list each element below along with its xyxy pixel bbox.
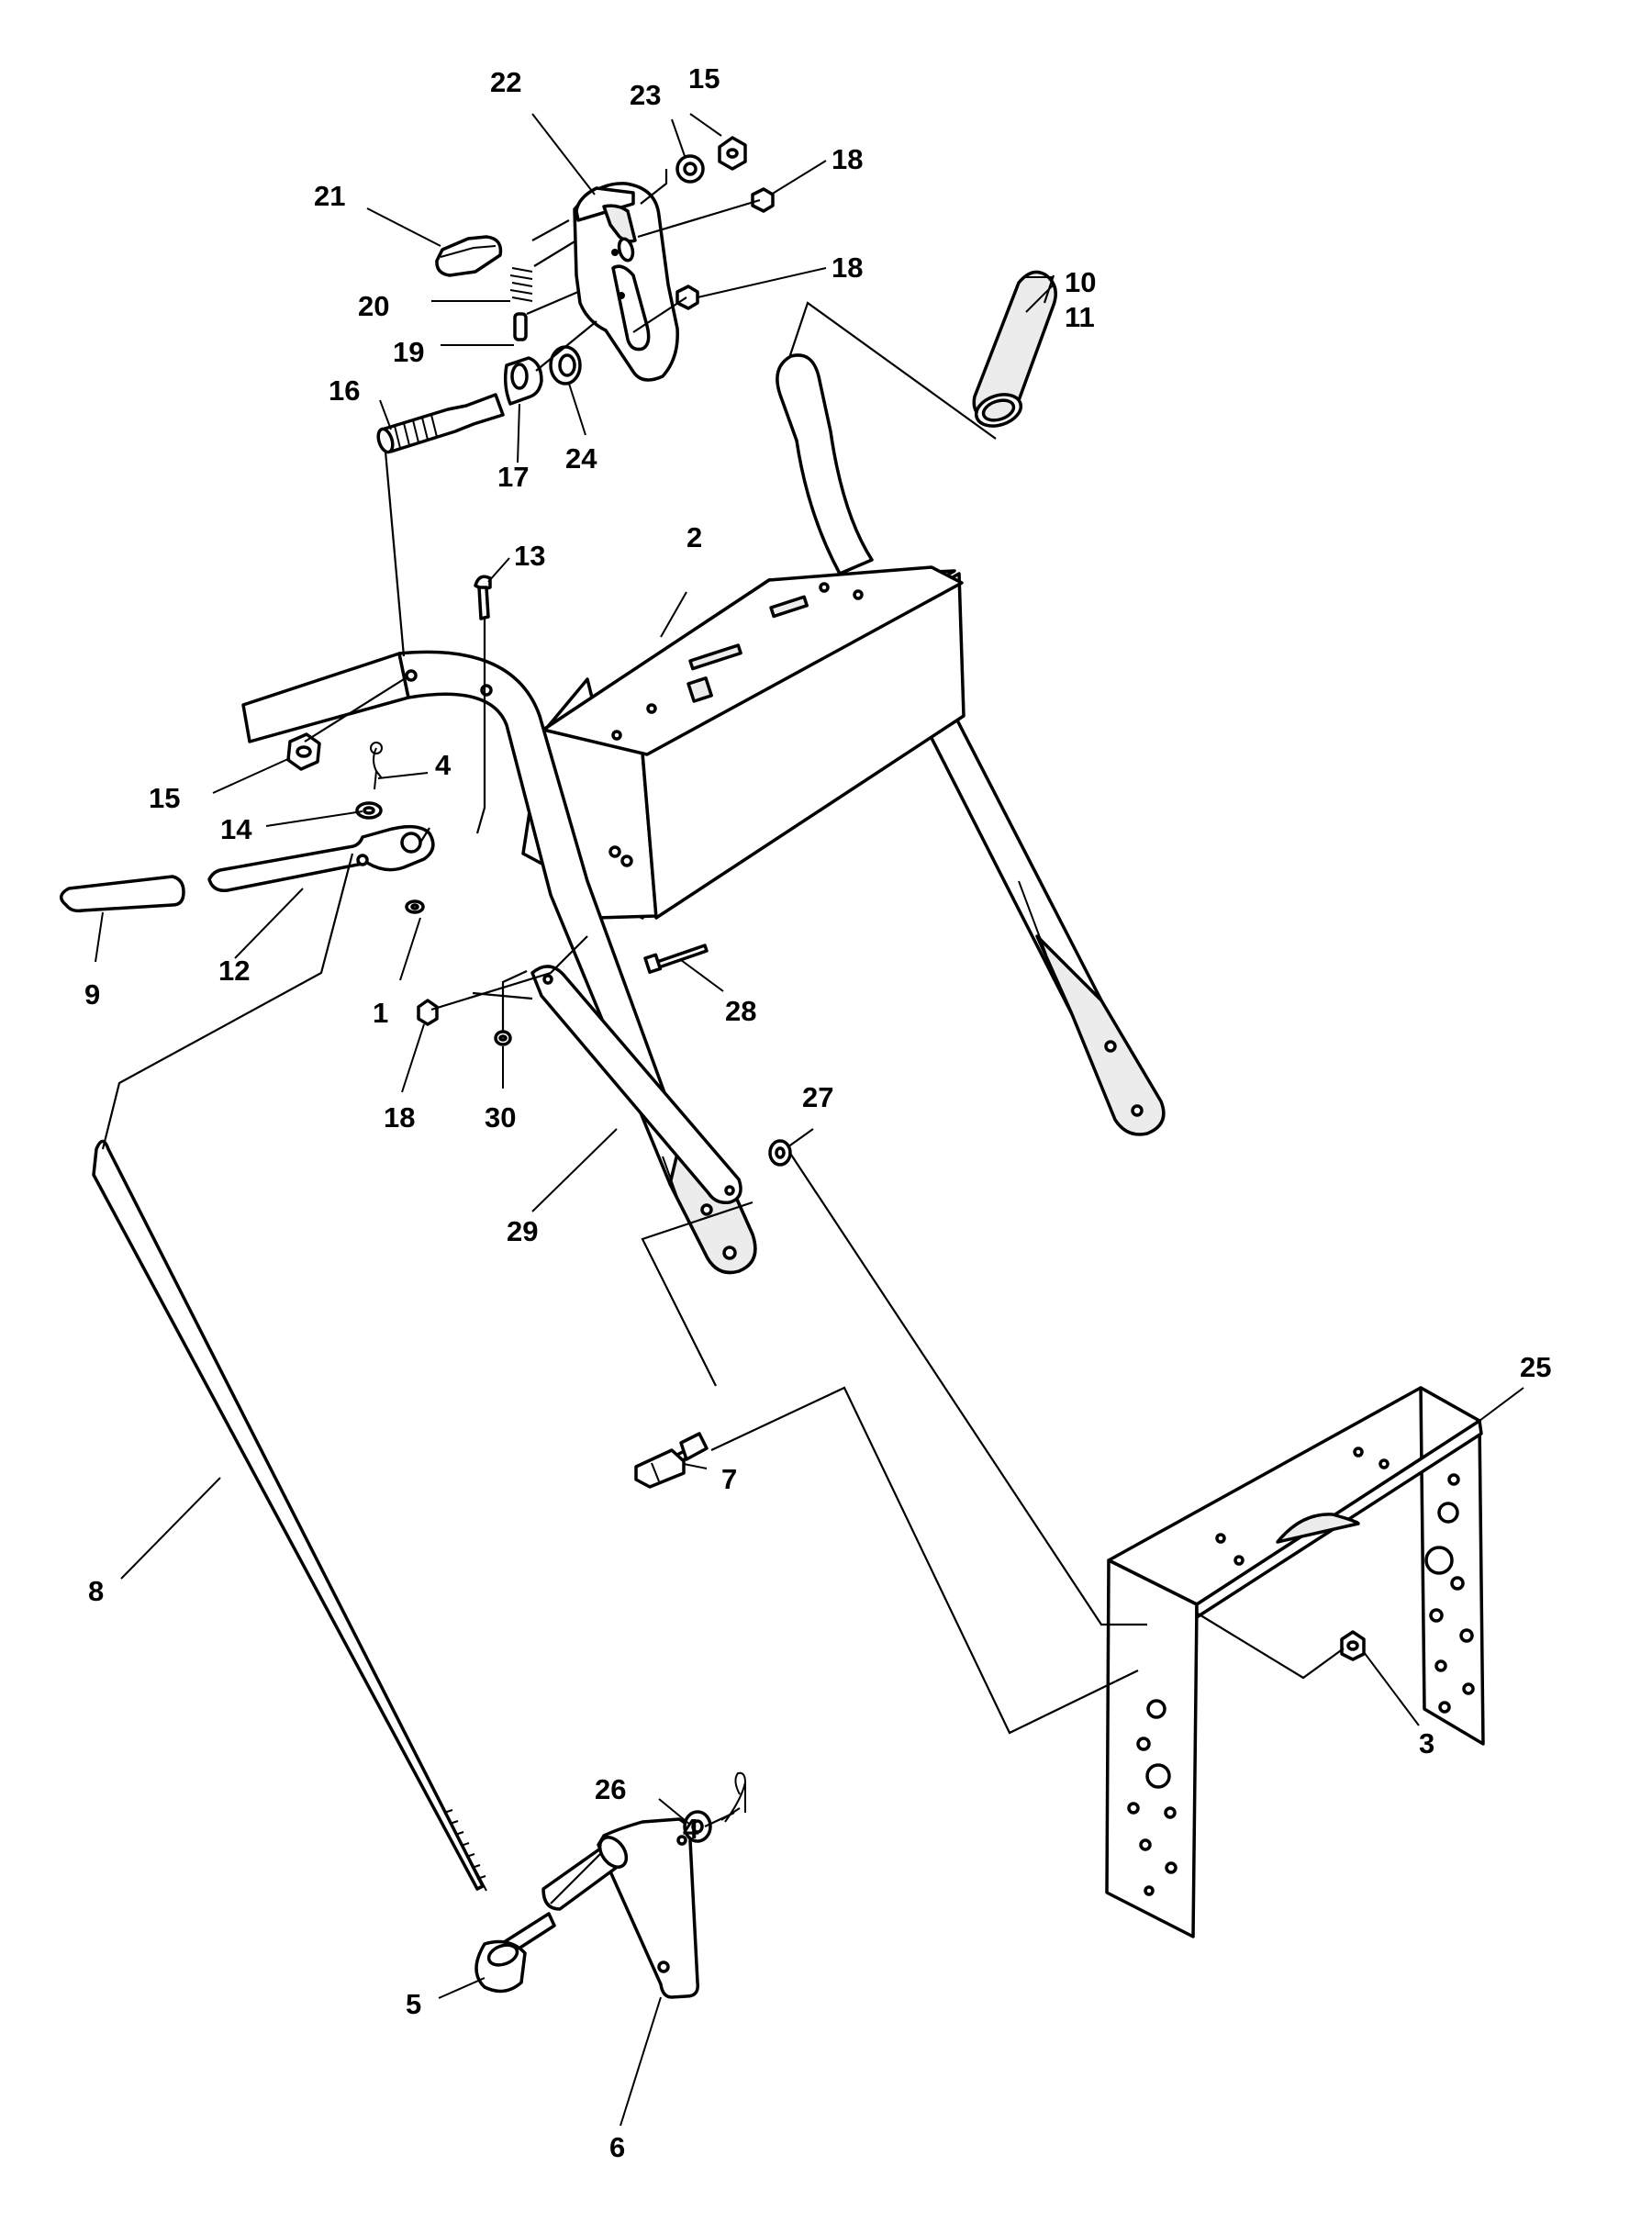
rod-threads xyxy=(443,1809,486,1880)
washer-1 xyxy=(405,899,425,914)
pivot-bracket xyxy=(474,1817,699,1999)
bolt-13 xyxy=(474,575,492,620)
lock-nut-18-top xyxy=(751,187,775,213)
shaft-16 xyxy=(376,393,505,454)
assembly-lines xyxy=(101,169,1345,1904)
callout-27: 27 xyxy=(802,1081,833,1113)
handle-grip-10-11 xyxy=(972,270,1057,428)
callout-15-top: 15 xyxy=(688,62,720,95)
callout-22: 22 xyxy=(490,66,521,98)
callout-24: 24 xyxy=(565,442,597,475)
callout-labels: 1 2 3 4 4 5 6 7 8 9 10 11 12 13 14 15 15… xyxy=(84,62,1551,2163)
callout-pointers xyxy=(95,113,1524,2127)
control-panel xyxy=(521,565,966,920)
callout-6: 6 xyxy=(609,2131,625,2163)
callout-19: 19 xyxy=(393,336,424,368)
callout-4-upper: 4 xyxy=(435,749,452,781)
callout-3: 3 xyxy=(1419,1727,1434,1759)
callout-15-left: 15 xyxy=(149,782,180,814)
callout-17: 17 xyxy=(497,461,529,493)
spring-20 xyxy=(509,267,533,302)
callout-28: 28 xyxy=(725,995,756,1027)
mounting-bracket xyxy=(1105,1386,1485,1938)
hex-nut-15-left xyxy=(286,732,321,771)
lever-plate-22 xyxy=(573,182,679,382)
washer-23 xyxy=(675,154,705,184)
callout-25: 25 xyxy=(1520,1351,1551,1383)
flat-washer-30 xyxy=(494,1030,512,1046)
callout-18-top: 18 xyxy=(832,143,863,175)
hairpin-clip-4-upper xyxy=(370,742,383,790)
callout-21: 21 xyxy=(314,180,345,212)
bracket-holes xyxy=(1127,1447,1475,1896)
callout-26: 26 xyxy=(595,1773,626,1805)
spacer-24 xyxy=(549,345,582,385)
control-lever-12 xyxy=(207,824,435,892)
callout-14: 14 xyxy=(220,813,252,845)
lock-nut-18-middle xyxy=(417,999,439,1026)
washer-26 xyxy=(683,1810,712,1843)
callout-9: 9 xyxy=(84,978,100,1011)
lock-nut-3 xyxy=(1340,1630,1366,1661)
hex-nut-15-top xyxy=(718,136,747,171)
callout-10: 10 xyxy=(1065,266,1096,298)
callout-4-lower: 4 xyxy=(683,1813,699,1845)
callout-20: 20 xyxy=(358,290,389,322)
callout-18-middle: 18 xyxy=(384,1101,415,1134)
lock-nut-18-second xyxy=(675,285,699,310)
callout-11: 11 xyxy=(1065,301,1095,333)
callout-2: 2 xyxy=(686,521,702,553)
bushing-17 xyxy=(503,356,543,406)
callout-16: 16 xyxy=(329,374,360,407)
callout-30: 30 xyxy=(485,1101,516,1134)
support-brace xyxy=(530,965,742,1205)
knob-21 xyxy=(435,235,503,277)
flat-washer-14 xyxy=(355,801,383,820)
hairpin-clip-4-lower xyxy=(724,1771,747,1823)
callout-18-second: 18 xyxy=(832,251,863,284)
callout-1: 1 xyxy=(373,997,388,1029)
callout-29: 29 xyxy=(507,1215,538,1247)
hand-grip-9 xyxy=(60,875,185,913)
callout-12: 12 xyxy=(218,955,250,987)
callout-8: 8 xyxy=(88,1575,104,1607)
callout-5: 5 xyxy=(406,1988,421,2020)
bolt-28 xyxy=(643,944,709,974)
control-rod xyxy=(92,1139,487,1892)
pin-19 xyxy=(513,312,528,341)
washer-27 xyxy=(768,1139,792,1167)
bolt-7 xyxy=(634,1432,709,1489)
callout-7: 7 xyxy=(721,1463,737,1495)
callout-13: 13 xyxy=(514,540,545,572)
callout-23: 23 xyxy=(630,79,661,111)
right-handle-tube xyxy=(776,353,1166,1136)
